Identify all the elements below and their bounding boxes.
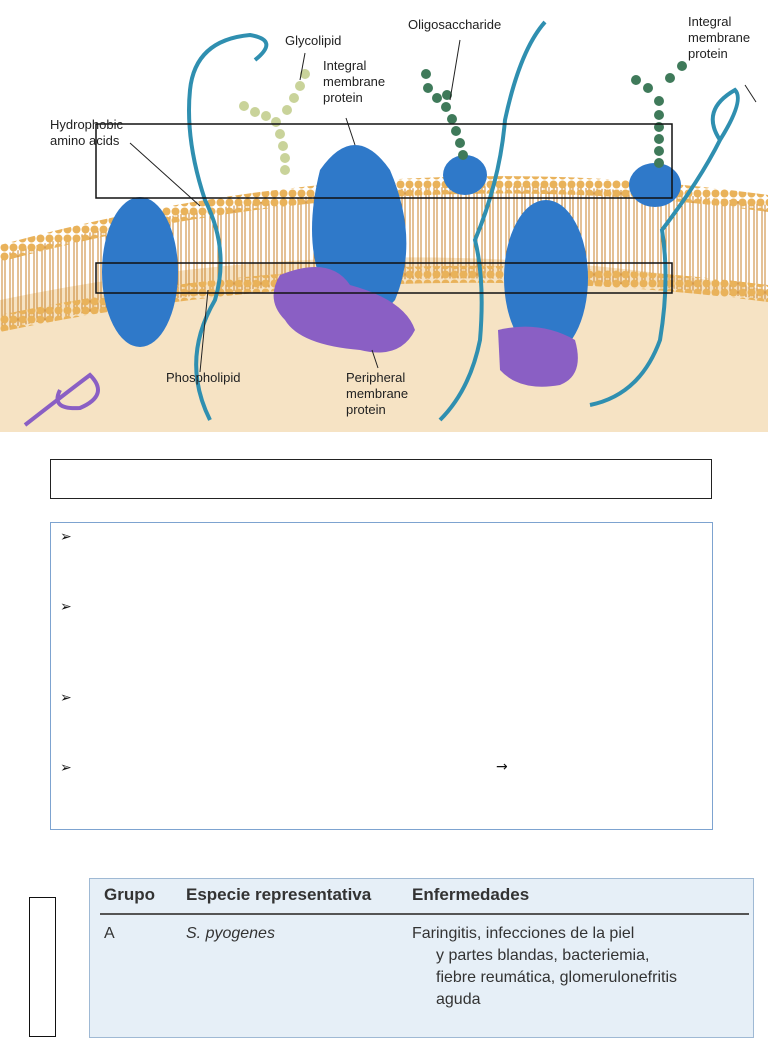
highlight-box-top	[95, 123, 673, 199]
peripheral-protein-right	[498, 326, 578, 387]
bullet-list-box: ➢ ➢ ➢ ➢ →	[50, 522, 713, 830]
right-arrow-icon: →	[496, 759, 508, 775]
highlight-box-bottom	[95, 262, 673, 294]
transmembrane-chain-center	[438, 20, 547, 422]
oligosaccharide-beads	[421, 61, 687, 168]
bullet-icon: ➢	[60, 760, 72, 776]
transmembrane-chain-left	[187, 32, 269, 421]
cell-grupo: A	[104, 925, 115, 942]
cell-enfermedades: Faringitis, infecciones de la piel	[412, 925, 635, 942]
glycolipid-beads	[239, 69, 310, 175]
header-rule	[100, 913, 749, 915]
empty-text-box	[50, 459, 712, 499]
small-protein-top	[443, 155, 487, 195]
bullet-icon: ➢	[60, 529, 72, 545]
transmembrane-chain-right	[589, 87, 740, 407]
cell-membrane-figure: Glycolipid Oligosaccharide Integral memb…	[0, 0, 768, 432]
cell-enfermedades-continued: y partes blandas, bacteriemia, fiebre re…	[436, 947, 677, 1008]
cell-especie: S. pyogenes	[186, 925, 275, 942]
free-chain-left	[23, 372, 100, 427]
label-integral-membrane-protein-right: Integral membrane protein	[688, 14, 751, 61]
bullet-icon: ➢	[60, 599, 72, 615]
bullet-icon: ➢	[60, 690, 72, 706]
label-integral-membrane-protein: Integral membrane protein	[323, 58, 386, 105]
header-especie: Especie representativa	[186, 885, 372, 904]
streptococcus-table: Grupo Especie representativa Enfermedade…	[89, 878, 754, 1038]
leader-lines	[129, 39, 757, 373]
side-empty-box	[29, 897, 56, 1037]
header-grupo: Grupo	[104, 885, 155, 904]
label-peripheral-membrane-protein: Peripheral membrane protein	[346, 370, 409, 417]
peripheral-protein-center	[273, 267, 415, 353]
header-enfermedades: Enfermedades	[412, 885, 530, 904]
label-glycolipid: Glycolipid	[285, 33, 342, 48]
label-hydrophobic-amino-acids: Hydrophobic amino acids	[50, 117, 123, 148]
label-oligosaccharide: Oligosaccharide	[408, 17, 502, 32]
label-phospholipid: Phospholipid	[166, 370, 241, 385]
integral-protein-left	[102, 197, 178, 347]
integral-protein-right	[504, 200, 588, 356]
membrane-illustration	[0, 20, 768, 432]
small-protein-right	[629, 163, 681, 207]
